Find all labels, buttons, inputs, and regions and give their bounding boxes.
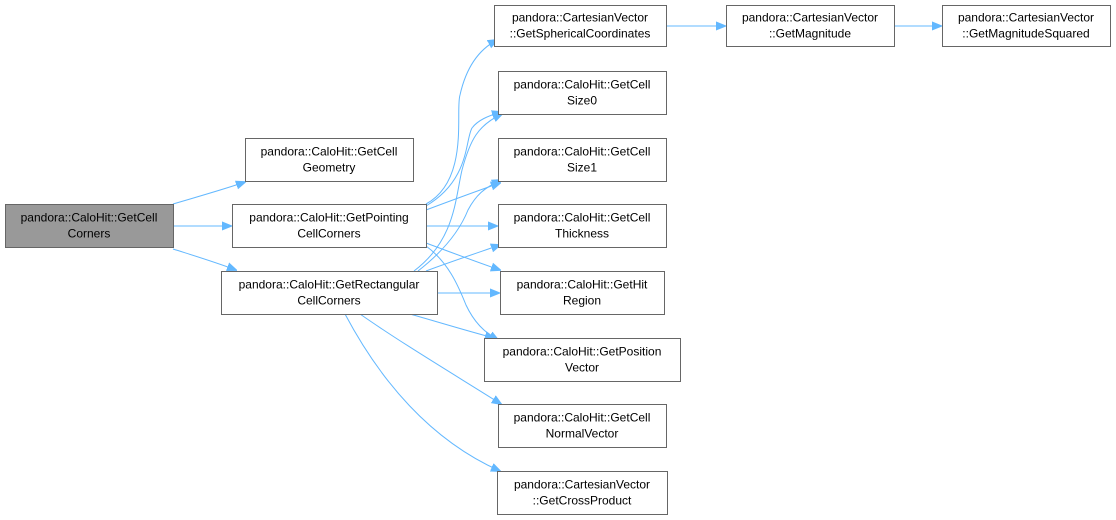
edge-getrectangularcellcorners-to-getcellnormalvector — [359, 313, 501, 404]
node-label-line: Size1 — [567, 161, 597, 175]
edge-getrectangularcellcorners-to-getcrossproduct — [344, 313, 500, 471]
node-box — [221, 271, 438, 315]
node-label-line: CellCorners — [297, 294, 360, 308]
node-label-line: Size0 — [567, 94, 597, 108]
node-label-line: pandora::CartesianVector — [514, 478, 650, 492]
node-label-line: ::GetSphericalCoordinates — [510, 27, 651, 41]
edge-arrow-path — [344, 313, 500, 471]
node-label-line: pandora::CaloHit::GetCell — [514, 145, 651, 159]
node-label-line: ::GetMagnitudeSquared — [962, 27, 1089, 41]
node-box — [498, 138, 667, 182]
node-label-line: pandora::CaloHit::GetCell — [514, 411, 651, 425]
edge-getrectangularcellcorners-to-getcellsize0 — [413, 114, 502, 272]
node-label-line: pandora::CaloHit::GetPosition — [503, 345, 662, 359]
node-label-line: Corners — [68, 227, 111, 241]
node-label-line: pandora::CartesianVector — [742, 11, 878, 25]
node-label-line: Region — [563, 294, 601, 308]
node-label-line: pandora::CaloHit::GetCell — [21, 211, 158, 225]
edge-layer — [172, 26, 941, 471]
edge-arrow-path — [425, 40, 497, 205]
node-label-line: NormalVector — [546, 427, 619, 441]
node-label-line: Vector — [565, 361, 599, 375]
edge-arrow-path — [359, 313, 501, 404]
node-box — [498, 71, 667, 115]
node-box — [498, 404, 667, 448]
edge-getrectangularcellcorners-to-getcellthickness — [425, 245, 500, 272]
edge-getcellcorners-to-getrectangularcellcorners — [172, 248, 236, 270]
edge-arrow-path — [425, 245, 500, 272]
edge-getrectangularcellcorners-to-getpositionvector — [409, 313, 494, 338]
edge-getcellcorners-to-getcellgeometry — [172, 182, 245, 205]
edge-arrow-path — [172, 182, 245, 205]
node-label-line: pandora::CaloHit::GetPointing — [249, 211, 408, 225]
node-label-line: pandora::CaloHit::GetCell — [514, 78, 651, 92]
node-label-line: pandora::CartesianVector — [958, 11, 1094, 25]
node-box — [232, 204, 427, 248]
edge-arrow-path — [425, 242, 500, 270]
node-layer: pandora::CaloHit::GetCellCornerspandora:… — [5, 5, 1111, 515]
node-box — [494, 5, 667, 47]
node-label-line: pandora::CaloHit::GetCell — [514, 211, 651, 225]
node-label-line: pandora::CaloHit::GetCell — [261, 145, 398, 159]
edge-arrow-path — [413, 114, 502, 272]
node-getmagnitude[interactable]: pandora::CartesianVector::GetMagnitude — [726, 5, 895, 47]
node-label-line: Thickness — [555, 227, 609, 241]
node-getsphericalcoordinates[interactable]: pandora::CartesianVector::GetSphericalCo… — [494, 5, 667, 47]
node-box — [245, 138, 414, 182]
node-getcrossproduct[interactable]: pandora::CartesianVector::GetCrossProduc… — [497, 471, 668, 515]
node-getmagnitudesquared[interactable]: pandora::CartesianVector::GetMagnitudeSq… — [942, 5, 1111, 47]
node-box — [726, 5, 895, 47]
node-box — [497, 471, 668, 515]
node-getrectangularcellcorners[interactable]: pandora::CaloHit::GetRectangularCellCorn… — [221, 271, 438, 315]
edge-getpointingcellcorners-to-getsphericalcoordinates — [425, 40, 497, 205]
node-box — [5, 204, 174, 248]
edge-arrow-path — [425, 112, 501, 207]
edge-arrow-path — [409, 313, 494, 338]
node-box — [484, 338, 681, 382]
node-box — [942, 5, 1111, 47]
edge-getpointingcellcorners-to-gethitregion — [425, 242, 500, 270]
node-label-line: ::GetCrossProduct — [533, 494, 632, 508]
node-label-line: pandora::CartesianVector — [512, 11, 648, 25]
edge-getrectangularcellcorners-to-getcellsize1 — [417, 180, 501, 272]
node-box — [500, 271, 665, 315]
edge-arrow-path — [172, 248, 236, 270]
node-label-line: Geometry — [303, 161, 356, 175]
node-box — [498, 204, 667, 248]
node-label-line: pandora::CaloHit::GetRectangular — [239, 278, 420, 292]
node-label-line: CellCorners — [297, 227, 360, 241]
node-label-line: ::GetMagnitude — [769, 27, 851, 41]
edge-getpointingcellcorners-to-getcellsize0 — [425, 112, 501, 207]
node-label-line: pandora::CaloHit::GetHit — [517, 278, 648, 292]
edge-arrow-path — [417, 180, 501, 272]
